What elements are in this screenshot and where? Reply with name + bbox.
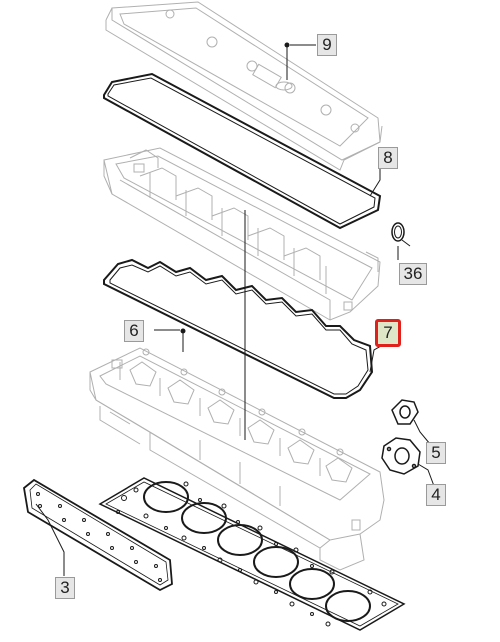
- outlet-gasket[interactable]: [391, 399, 419, 425]
- rocker-housing-gasket[interactable]: [103, 258, 374, 399]
- side-cover-gasket[interactable]: [23, 478, 173, 592]
- callout-part-4[interactable]: 4: [426, 484, 446, 506]
- callout-part-5[interactable]: 5: [426, 442, 446, 464]
- flange-gasket[interactable]: [381, 437, 421, 475]
- callout-part-36[interactable]: 36: [399, 263, 427, 285]
- valve-cover[interactable]: [105, 1, 383, 171]
- callout-part-7[interactable]: 7: [375, 319, 401, 347]
- cylinder-head[interactable]: [89, 347, 385, 571]
- valve-cover-gasket[interactable]: [103, 72, 382, 230]
- callout-part-8[interactable]: 8: [378, 147, 398, 169]
- head-bolt[interactable]: [180, 328, 186, 353]
- callout-part-3[interactable]: 3: [55, 577, 75, 599]
- cylinder-head-gasket[interactable]: [98, 477, 406, 631]
- leader-lines: [35, 44, 435, 576]
- callout-part-6[interactable]: 6: [124, 320, 144, 342]
- o-ring[interactable]: [391, 222, 405, 242]
- cover-screw[interactable]: [284, 42, 290, 81]
- callout-part-9[interactable]: 9: [317, 34, 337, 56]
- rocker-housing[interactable]: [103, 147, 381, 321]
